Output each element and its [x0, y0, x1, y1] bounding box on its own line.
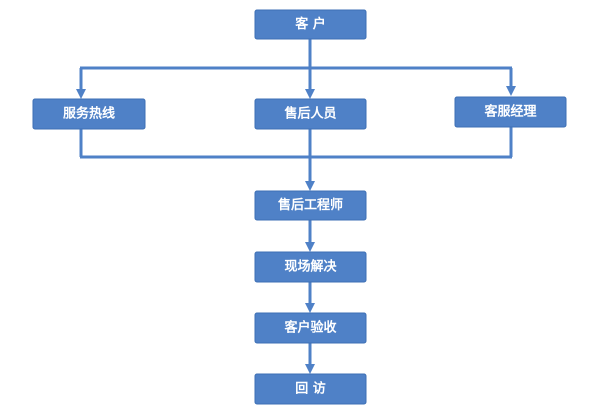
node-after-sales-staff: 售后人员 — [254, 98, 367, 130]
arrow-to-return-visit — [305, 364, 315, 374]
node-engineer: 售后工程师 — [254, 190, 367, 221]
node-customer: 客 户 — [254, 9, 367, 40]
connectors — [76, 39, 516, 374]
arrow-to-after-sales-staff — [305, 89, 315, 99]
node-hotline: 服务热线 — [32, 98, 146, 130]
arrow-to-hotline — [76, 89, 86, 99]
node-after-sales-staff-label: 售后人员 — [284, 106, 336, 122]
node-acceptance: 客户验收 — [254, 312, 367, 344]
node-return-visit-label: 回 访 — [295, 381, 326, 397]
node-return-visit: 回 访 — [254, 373, 367, 405]
arrow-to-engineer — [305, 181, 315, 191]
node-acceptance-label: 客户验收 — [284, 320, 337, 336]
node-onsite-solution: 现场解决 — [254, 251, 367, 283]
node-cs-manager-label: 客服经理 — [484, 104, 536, 120]
arrow-to-cs-manager — [506, 86, 516, 96]
node-engineer-label: 售后工程师 — [278, 197, 343, 213]
node-cs-manager: 客服经理 — [454, 96, 567, 128]
node-onsite-solution-label: 现场解决 — [284, 259, 337, 275]
arrow-to-acceptance — [305, 303, 315, 313]
node-customer-label: 客 户 — [295, 16, 326, 32]
arrow-to-onsite — [305, 242, 315, 252]
node-hotline-label: 服务热线 — [63, 106, 115, 122]
